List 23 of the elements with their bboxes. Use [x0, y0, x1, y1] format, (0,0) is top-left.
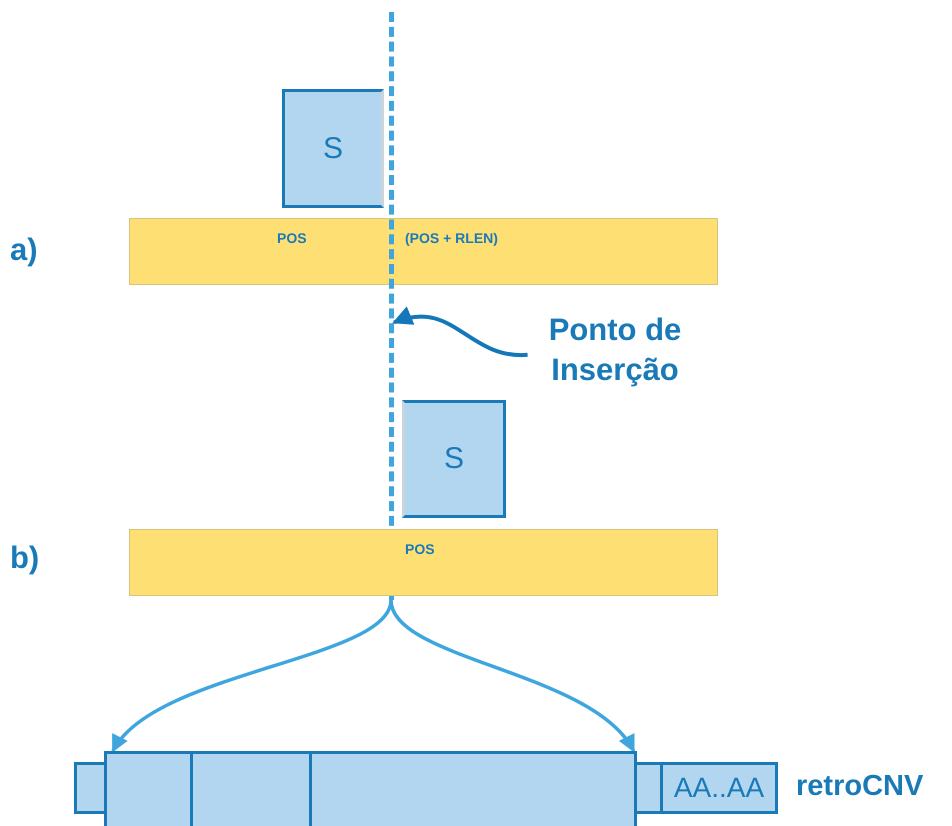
panel-label: b) — [10, 540, 40, 576]
sequence-box — [402, 400, 506, 518]
construct-label: retroCNV — [796, 770, 924, 803]
position-label: POS — [405, 541, 435, 557]
sequence-label: S — [444, 442, 464, 476]
arrow — [389, 600, 636, 752]
gene-segment-box — [190, 751, 312, 826]
sequence-box — [282, 89, 384, 208]
arrow — [112, 599, 393, 752]
gene-segment-box — [634, 762, 663, 814]
sequence-label: S — [323, 132, 343, 166]
genome-bar — [129, 529, 718, 596]
polya-label: AA..AA — [674, 772, 764, 804]
callout-text: Ponto de Inserção — [520, 310, 710, 390]
position-label: POS — [277, 230, 307, 246]
polya-tail-box — [660, 762, 778, 814]
leader-arrow — [392, 307, 528, 357]
gene-segment-box — [309, 751, 637, 826]
genome-bar — [129, 218, 718, 285]
gene-segment-box — [104, 751, 193, 826]
gene-segment-box — [74, 762, 107, 814]
position-label: (POS + RLEN) — [405, 230, 498, 246]
panel-label: a) — [10, 232, 38, 268]
